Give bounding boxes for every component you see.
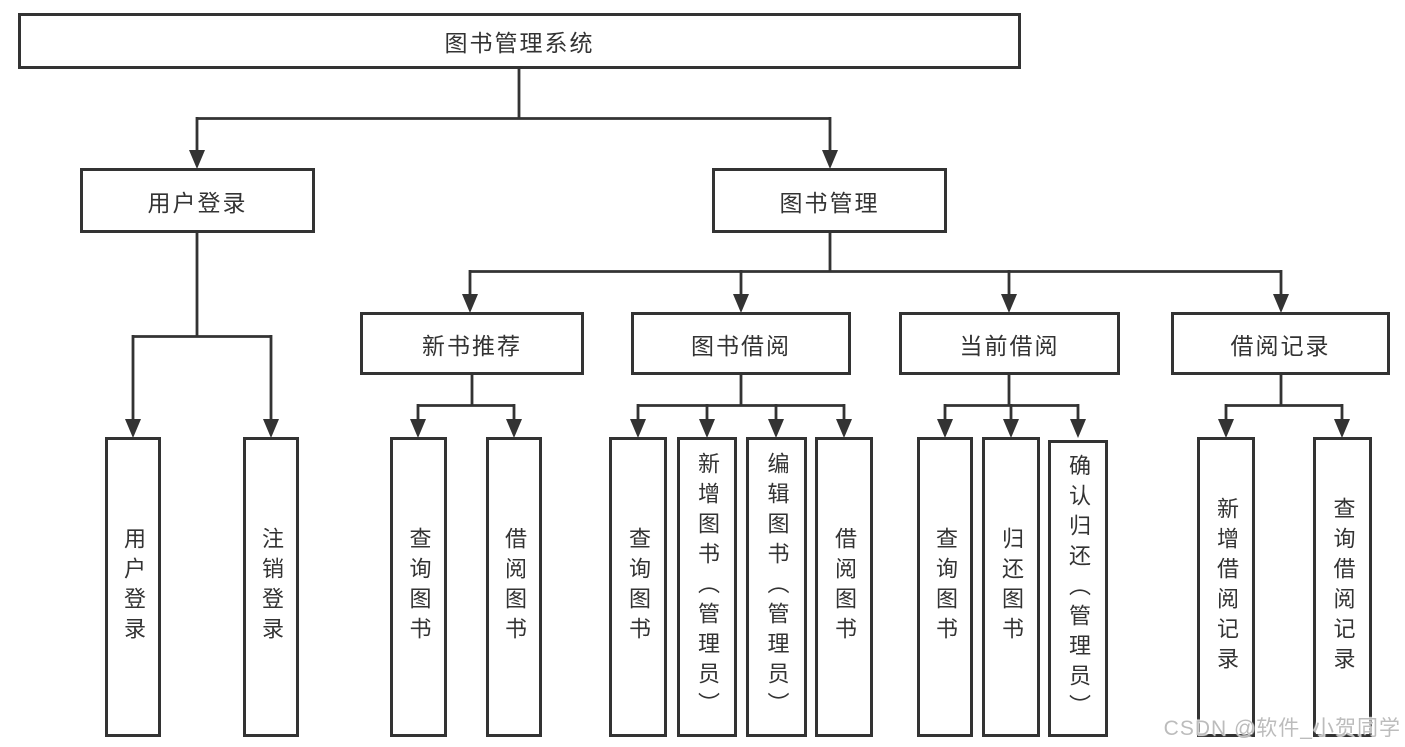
edge-user-login-children — [125, 233, 279, 438]
leaf-query-borrow-record: 查询借阅记录 — [1313, 437, 1372, 737]
edge-current-borrow-children — [937, 375, 1086, 438]
leaf-user-login: 用户登录 — [105, 437, 161, 737]
leaf-edit-books-admin: 编辑图书（管理员） — [746, 437, 807, 737]
node-new-book-recommend: 新书推荐 — [360, 312, 584, 375]
node-library-management-system: 图书管理系统 — [18, 13, 1021, 69]
edge-book-management-children — [462, 233, 1289, 313]
node-book-borrow: 图书借阅 — [631, 312, 851, 375]
leaf-add-borrow-record: 新增借阅记录 — [1197, 437, 1255, 737]
leaf-borrow-books-recommend: 借阅图书 — [486, 437, 542, 737]
leaf-confirm-return-admin: 确认归还（管理员） — [1048, 440, 1108, 737]
leaf-borrow-books: 借阅图书 — [815, 437, 873, 737]
edge-new-book-recommend-children — [410, 375, 522, 438]
leaf-add-books-admin: 新增图书（管理员） — [677, 437, 737, 737]
leaf-query-books-current: 查询图书 — [917, 437, 973, 737]
leaf-return-books: 归还图书 — [982, 437, 1040, 737]
node-user-login: 用户登录 — [80, 168, 315, 233]
node-current-borrow: 当前借阅 — [899, 312, 1120, 375]
leaf-logout: 注销登录 — [243, 437, 299, 737]
edge-book-borrow-children — [630, 375, 852, 438]
edge-root-to-level2 — [189, 68, 838, 169]
node-book-management: 图书管理 — [712, 168, 947, 233]
leaf-query-books-borrow: 查询图书 — [609, 437, 667, 737]
csdn-watermark: CSDN @软件_小贺同学 — [1163, 717, 1401, 740]
leaf-query-books-recommend: 查询图书 — [390, 437, 447, 737]
edge-borrow-records-children — [1218, 375, 1350, 438]
node-borrow-records: 借阅记录 — [1171, 312, 1390, 375]
